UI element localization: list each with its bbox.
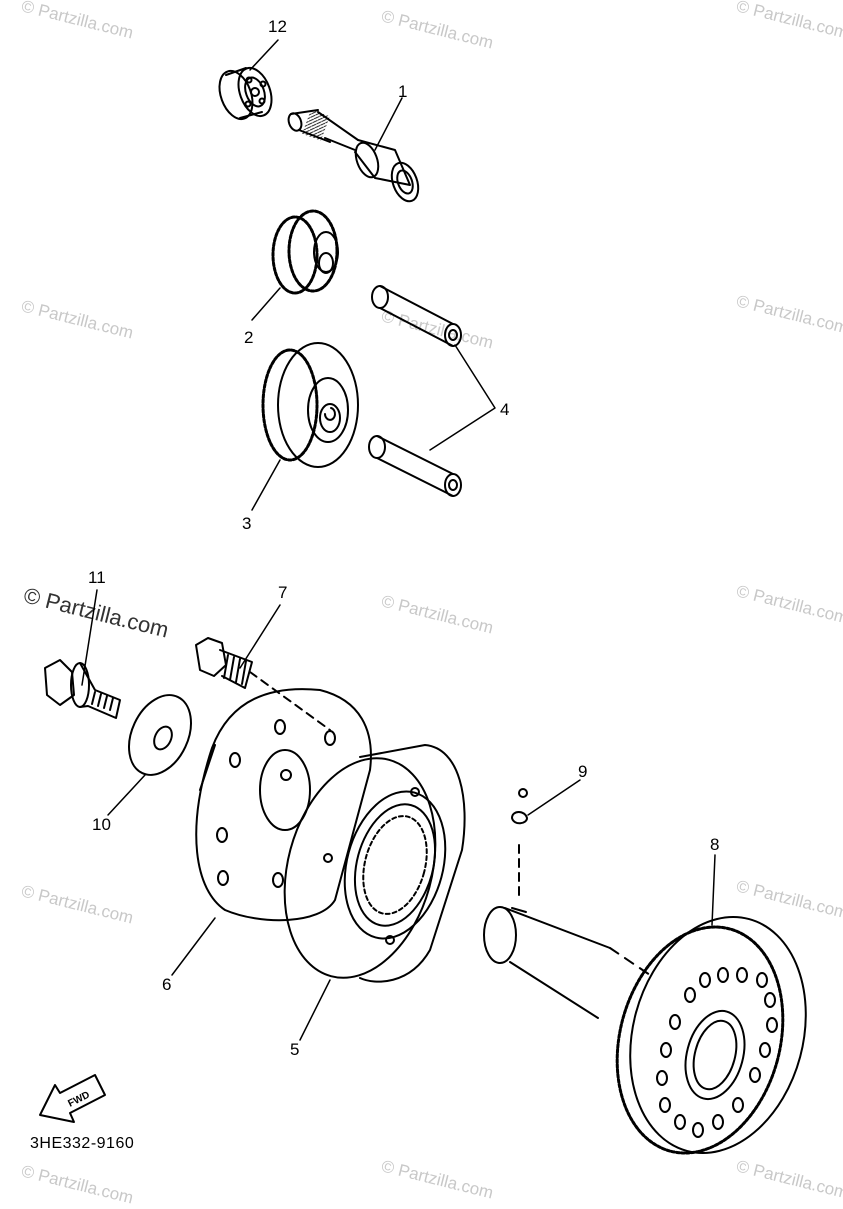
flange-bolt-part — [44, 659, 121, 719]
part-number-6: 6 — [162, 975, 172, 994]
crankshaft-part — [483, 906, 651, 1019]
part-number-12: 12 — [268, 17, 287, 36]
part-number-10: 10 — [92, 815, 111, 834]
part-number-1: 1 — [398, 82, 408, 101]
washer-part — [128, 694, 192, 776]
starter-clutch-part — [283, 744, 528, 983]
diagram-code: 3HE332-9160 — [30, 1135, 135, 1152]
leader-lines — [81, 39, 716, 1041]
pins-part — [368, 285, 462, 497]
part-number-7: 7 — [278, 583, 288, 602]
part-number-2: 2 — [244, 328, 254, 347]
part-number-3: 3 — [242, 514, 252, 533]
part-number-8: 8 — [710, 835, 720, 854]
bolt-part — [195, 637, 331, 731]
fwd-arrow-icon — [39, 1074, 106, 1123]
idler-gear-large-part — [261, 342, 359, 468]
fwd-label: FWD — [66, 1090, 91, 1110]
clutch-plate-part — [195, 688, 372, 922]
wheel-gear-part — [615, 916, 807, 1155]
part-number-5: 5 — [290, 1040, 300, 1059]
idler-gear-small-part — [271, 209, 339, 295]
bearing-part — [218, 66, 273, 121]
shaft-part — [287, 109, 420, 203]
key-part — [511, 811, 528, 896]
part-number-11: 11 — [88, 568, 106, 587]
part-number-9: 9 — [578, 762, 588, 781]
part-number-4: 4 — [500, 400, 510, 419]
